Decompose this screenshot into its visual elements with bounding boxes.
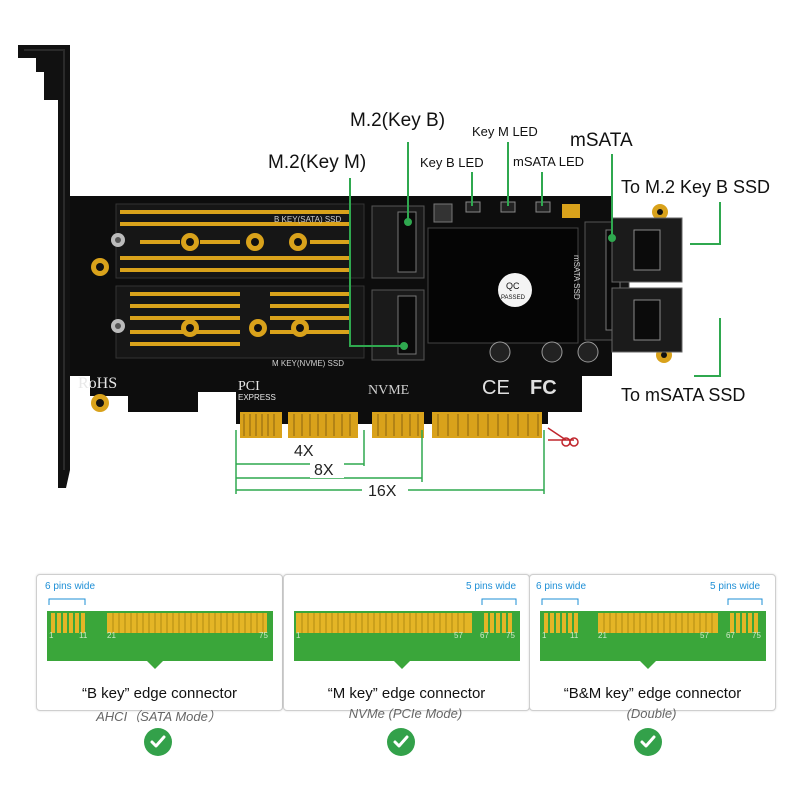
pin-number: 1 [49,631,54,640]
lane-4x-label: 4X [294,443,314,460]
m-key-right-pins-label: 5 pins wide [466,581,517,592]
pin-number: 57 [454,631,463,640]
b-key-connector-title: “B key” edge connector [81,685,238,702]
m-key-silk: M KEY(NVME) SSD [272,359,344,368]
passed-text: PASSED [501,295,526,301]
scissors-icon [547,427,579,447]
connector-card-bm-key: 6 pins wide 5 pins wide 1 11 21 57 67 75… [529,574,776,711]
pin-number: 11 [79,631,88,640]
rohs-label: RoHS [78,375,117,392]
check-icon [144,728,172,756]
bm-key-mode-label: (Double) [626,706,677,721]
pin-number: 75 [506,631,515,640]
adapter-board-illustration: RoHS PCI EXPRESS NVME B KEY(SATA) SSD M … [18,45,721,500]
pin-number: 67 [480,631,489,640]
pin-number: 75 [752,631,761,640]
fc-mark: FC [530,377,557,399]
pci-logo-text: PCI [238,379,260,394]
lane-16x-label: 16X [368,483,397,500]
bm-key-right-pins-label: 5 pins wide [710,581,761,592]
pin-number: 1 [296,631,301,640]
pin-number: 75 [259,631,268,640]
m-key-mode-label: NVMe (PCIe Mode) [348,706,463,721]
pin-number: 11 [570,631,579,640]
bm-key-connector-graphic [540,598,766,669]
b-key-silk: B KEY(SATA) SSD [274,215,341,224]
check-icon [387,728,415,756]
msata-silk: mSATA SSD [572,255,581,300]
m-key-connector-title: “M key” edge connector [327,685,486,702]
lane-8x-label: 8X [314,462,334,479]
callout-lines [349,142,721,377]
callout-msata: mSATA [570,130,633,151]
pin-number: 67 [726,631,735,640]
b-key-connector-graphic [47,598,273,669]
check-icon [634,728,662,756]
callout-key-b-led: Key B LED [420,155,484,170]
bm-key-connector-title: “B&M key” edge connector [563,685,742,702]
callout-m2-key-m: M.2(Key M) [268,152,367,173]
pin-number: 1 [542,631,547,640]
connector-card-m-key: 5 pins wide 1 57 67 75 “M key” edge conn… [283,574,530,711]
m-key-connector-graphic [294,598,520,669]
mounting-bracket [18,45,70,488]
callout-msata-led: mSATA LED [513,154,585,169]
bm-key-left-pins-label: 6 pins wide [536,581,587,592]
b-key-left-pins-label: 6 pins wide [45,581,96,592]
callout-to-msata-ssd: To mSATA SSD [621,385,746,405]
pin-number: 21 [107,631,116,640]
connector-card-b-key: 6 pins wide 1 11 21 75 “B key” edge conn… [36,574,283,711]
pcb [70,196,683,438]
ce-mark: CE [482,377,510,399]
qc-text: QC [506,281,520,291]
callout-to-m2-key-b-ssd: To M.2 Key B SSD [621,177,771,197]
callout-key-m-led: Key M LED [472,124,538,139]
b-key-mode-label: AHCI（SATA Mode） [96,709,221,724]
pin-number: 21 [598,631,607,640]
express-logo-text: EXPRESS [238,393,276,402]
pin-number: 57 [700,631,709,640]
nvme-silk: NVME [368,383,409,398]
callout-m2-key-b: M.2(Key B) [350,110,446,131]
